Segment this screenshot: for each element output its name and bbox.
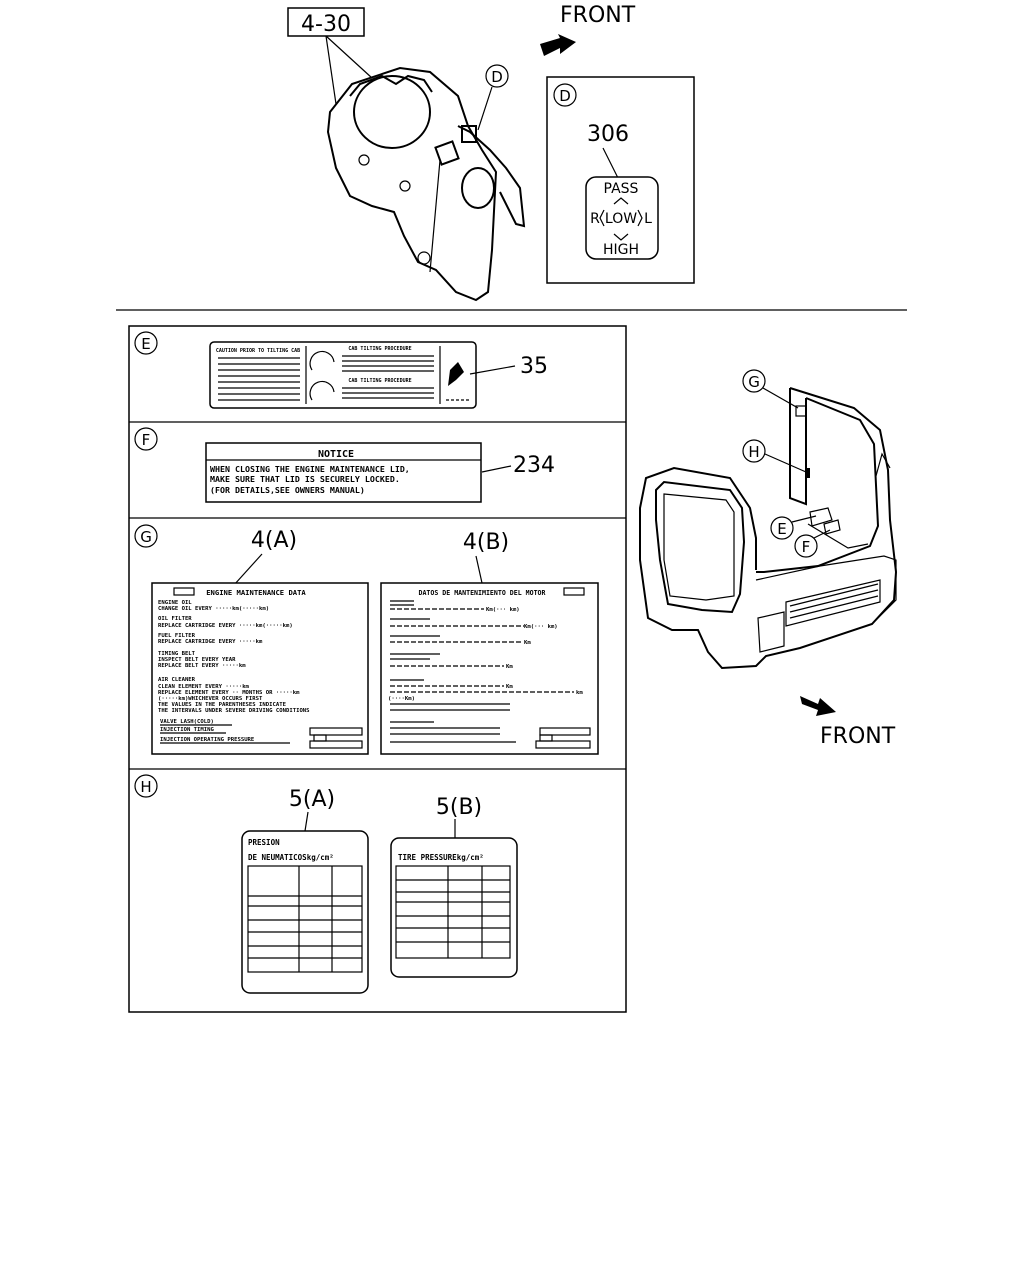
callout-h[interactable]: H — [742, 439, 766, 463]
label-4a-title: ENGINE MAINTENANCE DATA — [206, 588, 306, 597]
front-arrow-top-icon — [540, 34, 576, 56]
tilt-lever-assembly-drawing — [326, 66, 526, 302]
front-label-top: FRONT — [560, 3, 636, 28]
notice-line-3: (FOR DETAILS,SEE OWNERS MANUAL) — [210, 485, 365, 495]
panel-e-left-title: CAUTION PRIOR TO TILTING CAB — [216, 348, 300, 354]
label-4a-line: OIL FILTER — [158, 616, 192, 622]
part-ref-4-30[interactable]: 4-30 — [287, 7, 365, 37]
presion-neumaticos-label[interactable] — [241, 830, 369, 994]
panel-g-part-b: 4(B) — [463, 530, 509, 555]
callout-f-text: F — [802, 538, 811, 556]
truck-cab-drawing — [639, 387, 898, 670]
panel-d: D 306 PASS R LOW L HIGH — [546, 76, 695, 284]
label-4b-title: DATOS DE MANTENIMIENTO DEL MOTOR — [418, 589, 545, 597]
panel-e-mid-title-2: CAB TILTING PROCEDURE — [348, 378, 411, 384]
label-4b-km-7: (····Km) — [388, 696, 415, 702]
label-4b-km-2: Km(··· km) — [524, 624, 558, 630]
panel-e-part-no: 35 — [520, 354, 548, 379]
label-4a-line: ENGINE OIL — [158, 600, 192, 606]
callout-d-text: D — [491, 68, 503, 86]
label-4a-line: REPLACE CARTRIDGE EVERY ·····km — [158, 639, 263, 645]
shift-r: R — [590, 211, 600, 227]
label-4a-line: VALVE LASH(COLD) — [160, 719, 214, 725]
label-4b-km-4: Km — [506, 664, 513, 670]
callout-f[interactable]: F — [794, 534, 818, 558]
panel-h: H 5(A) 5(B) PRESION DE NEUMATICOSkg/cm² … — [134, 774, 518, 994]
label-4a-line: TIMING BELT — [158, 651, 196, 657]
panel-h-tag: H — [140, 778, 151, 796]
shift-low: LOW — [605, 211, 637, 227]
shift-pass: PASS — [604, 181, 639, 197]
label-4a-line: AIR CLEANER — [158, 677, 196, 683]
label-4a-line: REPLACE BELT EVERY ·····km — [158, 663, 246, 669]
panel-g-tag: G — [140, 528, 152, 546]
panel-e-tag: E — [141, 335, 150, 353]
callout-g-text: G — [748, 373, 760, 391]
labels-frame — [128, 325, 627, 1013]
panel-f: F NOTICE WHEN CLOSING THE ENGINE MAINTEN… — [134, 427, 555, 503]
label-4a-line: INJECTION TIMING — [160, 727, 215, 733]
callout-d[interactable]: D — [485, 64, 509, 88]
shift-l: L — [644, 211, 652, 227]
notice-title: NOTICE — [318, 449, 354, 460]
label-5b-title: TIRE PRESSUREkg/cm² — [398, 853, 484, 862]
panel-e: E CAUTION PRIOR TO TILTING CAB CAB TILTI… — [134, 331, 548, 409]
label-5a-line2: DE NEUMATICOSkg/cm² — [248, 853, 334, 862]
label-4a-line: THE INTERVALS UNDER SEVERE DRIVING CONDI… — [158, 708, 310, 714]
label-4b-km-3: Km — [524, 640, 531, 646]
label-4b-km-5: Km — [506, 684, 513, 690]
callout-g[interactable]: G — [742, 369, 766, 393]
shift-pattern-label[interactable] — [585, 176, 659, 260]
panel-g: G 4(A) 4(B) ENGINE MAINTENANCE DATA ENGI… — [134, 524, 599, 755]
panel-d-tag: D — [559, 87, 571, 105]
panel-e-mid-title-1: CAB TILTING PROCEDURE — [348, 346, 411, 352]
label-5a-line1: PRESION — [248, 838, 280, 847]
shift-high: HIGH — [603, 242, 639, 258]
label-4a-line: (·····km)WHICHEVER OCCURS FIRST — [158, 696, 263, 702]
label-4a-line: CHANGE OIL EVERY ·····km(·····km) — [158, 606, 269, 612]
label-4a-line: THE VALUES IN THE PARENTHESES INDICATE — [158, 702, 286, 708]
label-4a-line: REPLACE CARTRIDGE EVERY ·····km(·····km) — [158, 623, 293, 629]
label-4a-line: FUEL FILTER — [158, 633, 196, 639]
label-4a-lines: ENGINE OIL CHANGE OIL EVERY ·····km(····… — [158, 600, 310, 743]
panel-d-part-no: 306 — [587, 122, 629, 147]
panel-f-tag: F — [142, 431, 151, 449]
panel-h-part-b: 5(B) — [436, 795, 482, 820]
label-4b-km-1: Km(··· km) — [486, 607, 520, 613]
callout-e[interactable]: E — [770, 516, 794, 540]
panel-h-part-a: 5(A) — [289, 787, 335, 812]
front-label-cab: FRONT — [820, 724, 896, 749]
label-4b-km-6: km — [576, 690, 583, 696]
notice-line-1: WHEN CLOSING THE ENGINE MAINTENANCE LID, — [210, 464, 410, 474]
label-4a-line: CLEAN ELEMENT EVERY ·····km — [158, 684, 250, 690]
callout-e-text: E — [777, 520, 786, 538]
panel-f-part-no: 234 — [513, 453, 555, 478]
maintenance-lid-notice-label[interactable] — [205, 442, 482, 503]
callout-h-text: H — [748, 443, 759, 461]
front-arrow-cab-icon — [800, 696, 836, 716]
label-5a-table — [247, 865, 363, 973]
panel-g-part-a: 4(A) — [251, 528, 297, 553]
datos-mantenimiento-label[interactable] — [380, 582, 599, 755]
label-4a-line: REPLACE ELEMENT EVERY ·· MONTHS OR ·····… — [158, 690, 300, 696]
label-4a-line: INSPECT BELT EVERY YEAR — [158, 657, 236, 663]
label-5b-table — [395, 865, 511, 959]
notice-line-2: MAKE SURE THAT LID IS SECURELY LOCKED. — [210, 474, 400, 484]
label-4a-line: INJECTION OPERATING PRESSURE — [160, 737, 254, 743]
part-ref-text: 4-30 — [301, 12, 351, 37]
